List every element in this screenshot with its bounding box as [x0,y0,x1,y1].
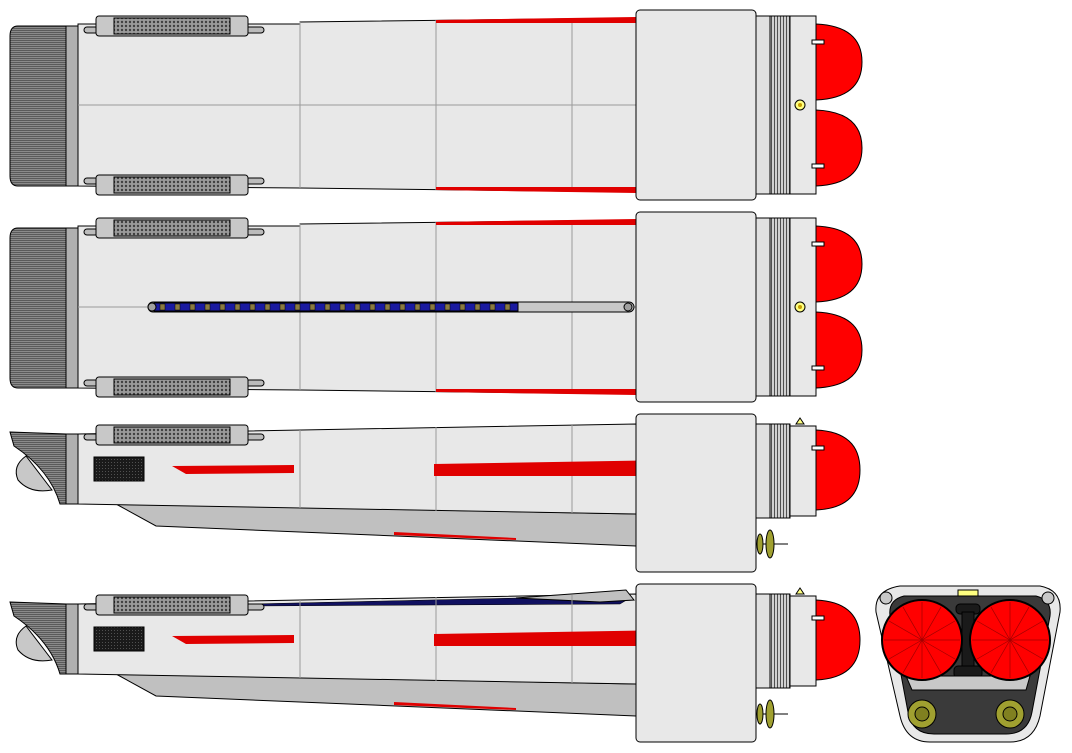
side-view [9,413,861,573]
front-view [875,585,1061,743]
bussard-dome-icon [794,23,863,187]
aft-cap [9,25,67,187]
nacelle-top-icon [9,9,817,201]
bussard-dome-icon [811,599,861,681]
side-view-alt [9,583,861,743]
top-view [9,9,863,201]
nacelle-side-icon [9,583,817,743]
probe-icon [756,699,788,729]
bussard-dome-icon [811,429,861,511]
nacelle-side-icon [9,413,817,573]
fore-block [635,9,757,201]
blue-grille-icon [147,301,635,313]
nacelle-bottom-icon [9,211,817,403]
strake-icon [436,17,636,23]
probe-icon [756,529,788,559]
bottom-view [9,211,863,403]
bussard-dome-icon [881,599,1051,681]
bussard-dome-icon [794,225,863,389]
